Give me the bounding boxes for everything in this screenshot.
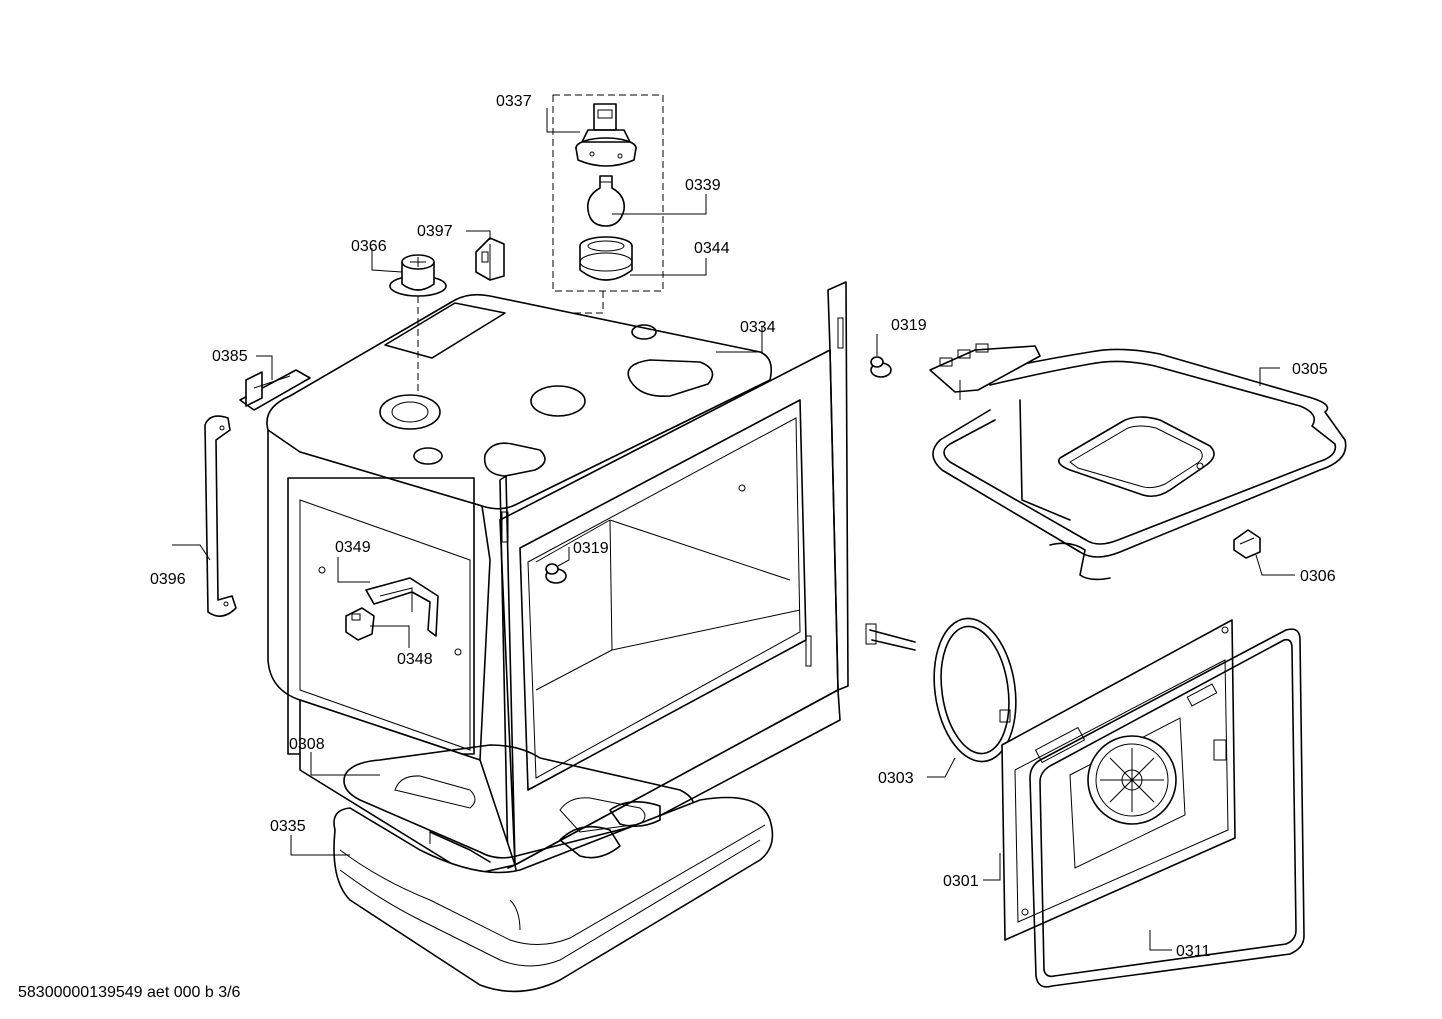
- bracket-drawing: [475, 237, 505, 281]
- label-0305: 0305: [1292, 361, 1328, 378]
- rubber-stop-front-drawing: [545, 563, 567, 584]
- oven-cavity-drawing: [266, 281, 849, 891]
- fan-grommet-drawing: [389, 254, 447, 395]
- label-0348: 0348: [397, 651, 433, 668]
- ring-element-drawing: [865, 617, 1017, 763]
- hinge-bracket-drawing: [239, 369, 311, 411]
- label-0339: 0339: [685, 177, 721, 194]
- label-0301: 0301: [943, 873, 979, 890]
- label-0319-front: 0319: [573, 540, 609, 557]
- label-0306: 0306: [1300, 568, 1336, 585]
- label-0311: 0311: [1176, 943, 1211, 960]
- label-0319-top: 0319: [891, 317, 927, 334]
- label-0337: 0337: [496, 93, 532, 110]
- lamp-bulb-drawing: [586, 175, 626, 227]
- label-0335: 0335: [270, 818, 306, 835]
- label-0366: 0366: [351, 238, 387, 255]
- insulation-mat-drawing: [333, 796, 774, 993]
- label-0396: 0396: [150, 571, 186, 588]
- label-0303: 0303: [878, 770, 914, 787]
- label-0344: 0344: [694, 240, 730, 257]
- lamp-socket-drawing: [575, 103, 637, 167]
- rubber-stop-top-drawing: [870, 356, 892, 378]
- document-reference: 58300000139549 aet 000 b 3/6: [18, 984, 241, 1001]
- sensor-clip-drawing: [345, 607, 375, 641]
- label-0308: 0308: [289, 736, 325, 753]
- lamp-cover-drawing: [579, 236, 633, 281]
- thermostat-bracket-drawing: [365, 577, 439, 637]
- rear-fan-cover-drawing: [1001, 619, 1236, 941]
- label-0385: 0385: [212, 348, 248, 365]
- label-0334: 0334: [740, 319, 776, 336]
- label-0349: 0349: [335, 539, 371, 556]
- door-gasket-drawing: [1029, 628, 1305, 988]
- part-labels: 0337 0339 0344 0397 0366 0334 0319 0319 …: [150, 93, 1336, 960]
- grill-element-drawing: [929, 343, 1347, 581]
- side-handle-drawing: [204, 415, 237, 617]
- element-clip-drawing: [1233, 529, 1261, 559]
- label-0397: 0397: [417, 223, 453, 240]
- leader-lines: [172, 108, 1295, 951]
